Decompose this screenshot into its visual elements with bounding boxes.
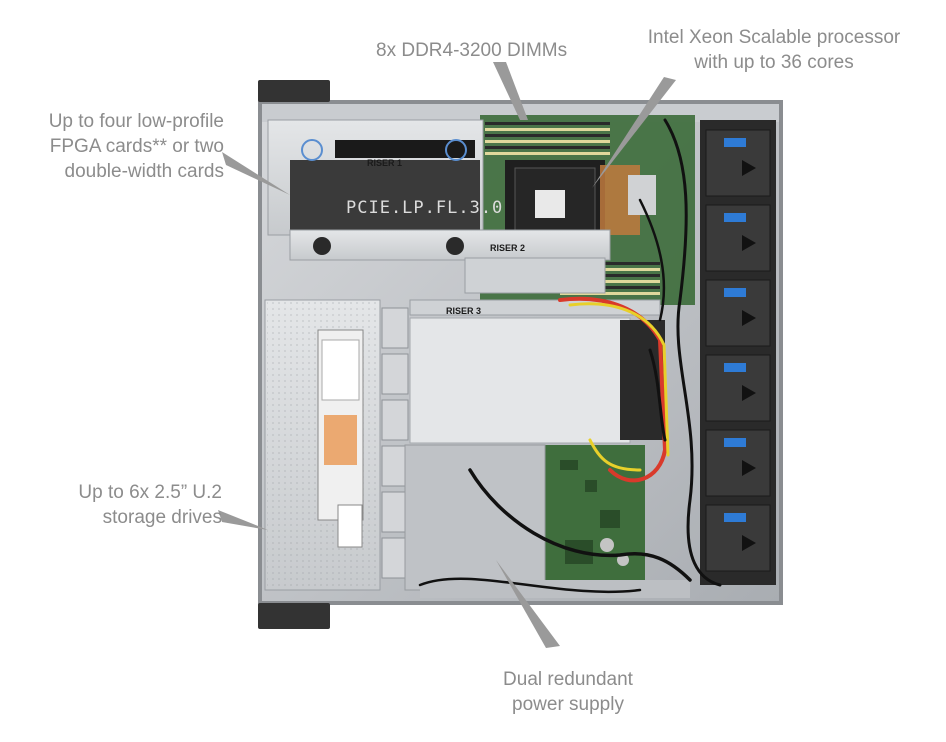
callout-cpu: Intel Xeon Scalable processor with up to… bbox=[645, 25, 903, 75]
callout-cpu-line-2: with up to 36 cores bbox=[694, 52, 854, 73]
riser-3-label: RISER 3 bbox=[446, 306, 481, 316]
dimm-slot bbox=[560, 274, 660, 277]
dimm-slot bbox=[485, 140, 610, 143]
callout-fpga-line-2: FPGA cards** or two bbox=[49, 136, 224, 157]
pointer-dimms bbox=[493, 62, 528, 120]
fan-airflow-arrow bbox=[742, 310, 756, 326]
callout-fpga-line-3: double-width cards bbox=[64, 161, 224, 182]
dimm-slot bbox=[485, 134, 610, 137]
drive-slot bbox=[381, 399, 409, 441]
pcie-marking: PCIE.LP.FL.3.0 bbox=[346, 198, 503, 218]
fan-release-tab bbox=[724, 213, 746, 222]
riser-1-label: RISER 1 bbox=[367, 158, 402, 168]
fan-release-tab bbox=[724, 513, 746, 522]
fan-airflow-arrow bbox=[742, 385, 756, 401]
dimm-slot bbox=[560, 262, 660, 265]
cpu-socket bbox=[505, 160, 656, 240]
drive-slot bbox=[381, 307, 409, 349]
dimm-slot bbox=[485, 128, 610, 131]
fan-release-tab bbox=[724, 438, 746, 447]
riser-1-cage bbox=[267, 119, 484, 236]
dimm-slot bbox=[560, 280, 660, 283]
riser-2-bracket bbox=[289, 229, 611, 294]
fan-airflow-arrow bbox=[742, 235, 756, 251]
fan-bank bbox=[700, 120, 776, 585]
drive-slot bbox=[381, 353, 409, 395]
callout-pointers bbox=[218, 62, 676, 648]
pointer-cpu bbox=[592, 77, 676, 188]
callout-cpu-line-1: Intel Xeon Scalable processor bbox=[647, 27, 901, 48]
drive-bay bbox=[264, 299, 409, 591]
dimm-slot bbox=[485, 146, 610, 149]
callout-drives-line-2: storage drives bbox=[102, 507, 222, 528]
fan-airflow-arrow bbox=[742, 460, 756, 476]
dimm-slots bbox=[485, 122, 660, 295]
pointer-fpga bbox=[222, 152, 290, 195]
fan-airflow-arrow bbox=[742, 535, 756, 551]
fan-release-tab bbox=[724, 288, 746, 297]
callout-dimms: 8x DDR4-3200 DIMMs bbox=[376, 38, 567, 63]
riser-3-area bbox=[409, 299, 665, 444]
fan-release-tab bbox=[724, 363, 746, 372]
dimm-slot bbox=[485, 122, 610, 125]
drive-slot bbox=[381, 491, 409, 533]
dimm-slot bbox=[560, 292, 660, 295]
drive-slot bbox=[381, 445, 409, 487]
fan-release-tab bbox=[724, 138, 746, 147]
callout-fpga: Up to four low-profile FPGA cards** or t… bbox=[49, 109, 224, 184]
dimm-slot bbox=[485, 152, 610, 155]
fan-airflow-arrow bbox=[742, 160, 756, 176]
callout-drives: Up to 6x 2.5” U.2 storage drives bbox=[78, 480, 222, 530]
callout-psu: Dual redundant power supply bbox=[478, 667, 658, 717]
power-supply-bay bbox=[404, 444, 690, 598]
pointer-psu bbox=[496, 560, 560, 648]
pointer-drives bbox=[218, 510, 268, 530]
callout-drives-line-1: Up to 6x 2.5” U.2 bbox=[78, 482, 222, 503]
callout-fpga-line-1: Up to four low-profile bbox=[48, 111, 224, 132]
drive-slot bbox=[381, 537, 409, 579]
callout-dimms-line-1: 8x DDR4-3200 DIMMs bbox=[376, 40, 568, 61]
dimm-slot bbox=[560, 268, 660, 271]
cables bbox=[418, 118, 722, 594]
callout-psu-line-1: Dual redundant bbox=[503, 669, 633, 690]
dimm-slot bbox=[560, 286, 660, 289]
riser-2-label: RISER 2 bbox=[490, 243, 525, 253]
callout-psu-line-2: power supply bbox=[512, 694, 624, 715]
